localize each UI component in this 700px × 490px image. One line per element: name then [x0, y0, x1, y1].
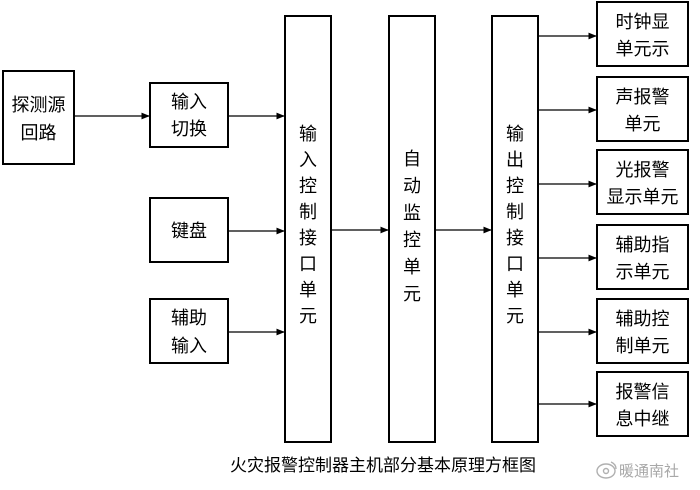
auto-monitor-char-5: 单: [403, 257, 421, 278]
auto-monitor-char-6: 元: [403, 284, 421, 305]
light-alarm-label-line1: 光报警: [616, 160, 670, 181]
output-interface-char-5: 接: [506, 228, 524, 249]
aux-indicator-label-line1: 辅助指: [616, 235, 670, 256]
input-control-interface-unit: 输 入 控 制 接 口 单 元: [284, 15, 332, 443]
aux-control-unit-box: 辅助控 制单元: [596, 298, 689, 364]
sound-alarm-unit-box: 声报警 单元: [596, 76, 689, 142]
output-interface-char-4: 制: [506, 202, 524, 223]
clock-display-unit-box: 时钟显 单元示: [596, 1, 689, 67]
aux-input-label-line1: 辅助: [171, 308, 207, 329]
alarm-relay-label-line1: 报警信: [616, 382, 670, 403]
sound-alarm-label-line1: 声报警: [616, 87, 670, 108]
output-interface-char-8: 元: [506, 306, 524, 327]
auto-monitor-char-1: 自: [403, 149, 421, 170]
input-interface-char-6: 口: [299, 254, 317, 275]
sound-alarm-label-line2: 单元: [625, 114, 661, 135]
detector-loop-label-line1: 探测源: [12, 95, 66, 116]
light-alarm-display-unit-box: 光报警 显示单元: [596, 149, 689, 215]
output-interface-char-7: 单: [506, 280, 524, 301]
output-interface-char-3: 控: [506, 176, 524, 197]
watermark-logo-icon: [596, 461, 617, 479]
aux-control-label-line1: 辅助控: [616, 309, 670, 330]
input-interface-char-8: 元: [299, 306, 317, 327]
alarm-info-relay-box: 报警信 息中继: [596, 371, 689, 437]
detector-loop-label-line2: 回路: [21, 123, 57, 144]
input-interface-char-2: 入: [299, 150, 317, 171]
output-control-interface-unit: 输 出 控 制 接 口 单 元: [491, 15, 539, 443]
alarm-relay-label-line2: 息中继: [616, 409, 670, 430]
detector-loop-box: 探测源 回路: [2, 70, 75, 165]
aux-control-label-line2: 制单元: [616, 336, 670, 357]
keyboard-box: 键盘: [149, 197, 229, 263]
output-interface-char-1: 输: [506, 124, 524, 145]
clock-display-label-line1: 时钟显: [616, 12, 670, 33]
diagram-caption: 火灾报警控制器主机部分基本原理方框图: [230, 456, 536, 476]
input-interface-char-7: 单: [299, 280, 317, 301]
aux-indicator-label-line2: 示单元: [616, 262, 670, 283]
output-interface-char-6: 口: [506, 254, 524, 275]
input-interface-char-4: 制: [299, 202, 317, 223]
input-switch-box: 输入 切换: [149, 82, 229, 148]
light-alarm-label-line2: 显示单元: [607, 187, 679, 208]
keyboard-label: 键盘: [171, 221, 207, 242]
watermark: 暖通南社: [596, 461, 679, 480]
auto-monitor-char-3: 监: [403, 203, 421, 224]
watermark-text: 暖通南社: [619, 462, 679, 480]
clock-display-label-line2: 单元示: [616, 39, 670, 60]
aux-input-label-line2: 输入: [171, 336, 207, 357]
aux-indicator-unit-box: 辅助指 示单元: [596, 224, 689, 290]
input-switch-label-line1: 输入: [171, 92, 207, 113]
input-switch-label-line2: 切换: [171, 119, 207, 140]
aux-input-box: 辅助 输入: [149, 298, 229, 364]
auto-monitor-char-4: 控: [403, 230, 421, 251]
output-interface-char-2: 出: [506, 150, 524, 171]
auto-monitor-char-2: 动: [403, 176, 421, 197]
input-interface-char-3: 控: [299, 176, 317, 197]
input-interface-char-5: 接: [299, 228, 317, 249]
input-interface-char-1: 输: [299, 124, 317, 145]
auto-monitor-unit: 自 动 监 控 单 元: [388, 15, 436, 443]
